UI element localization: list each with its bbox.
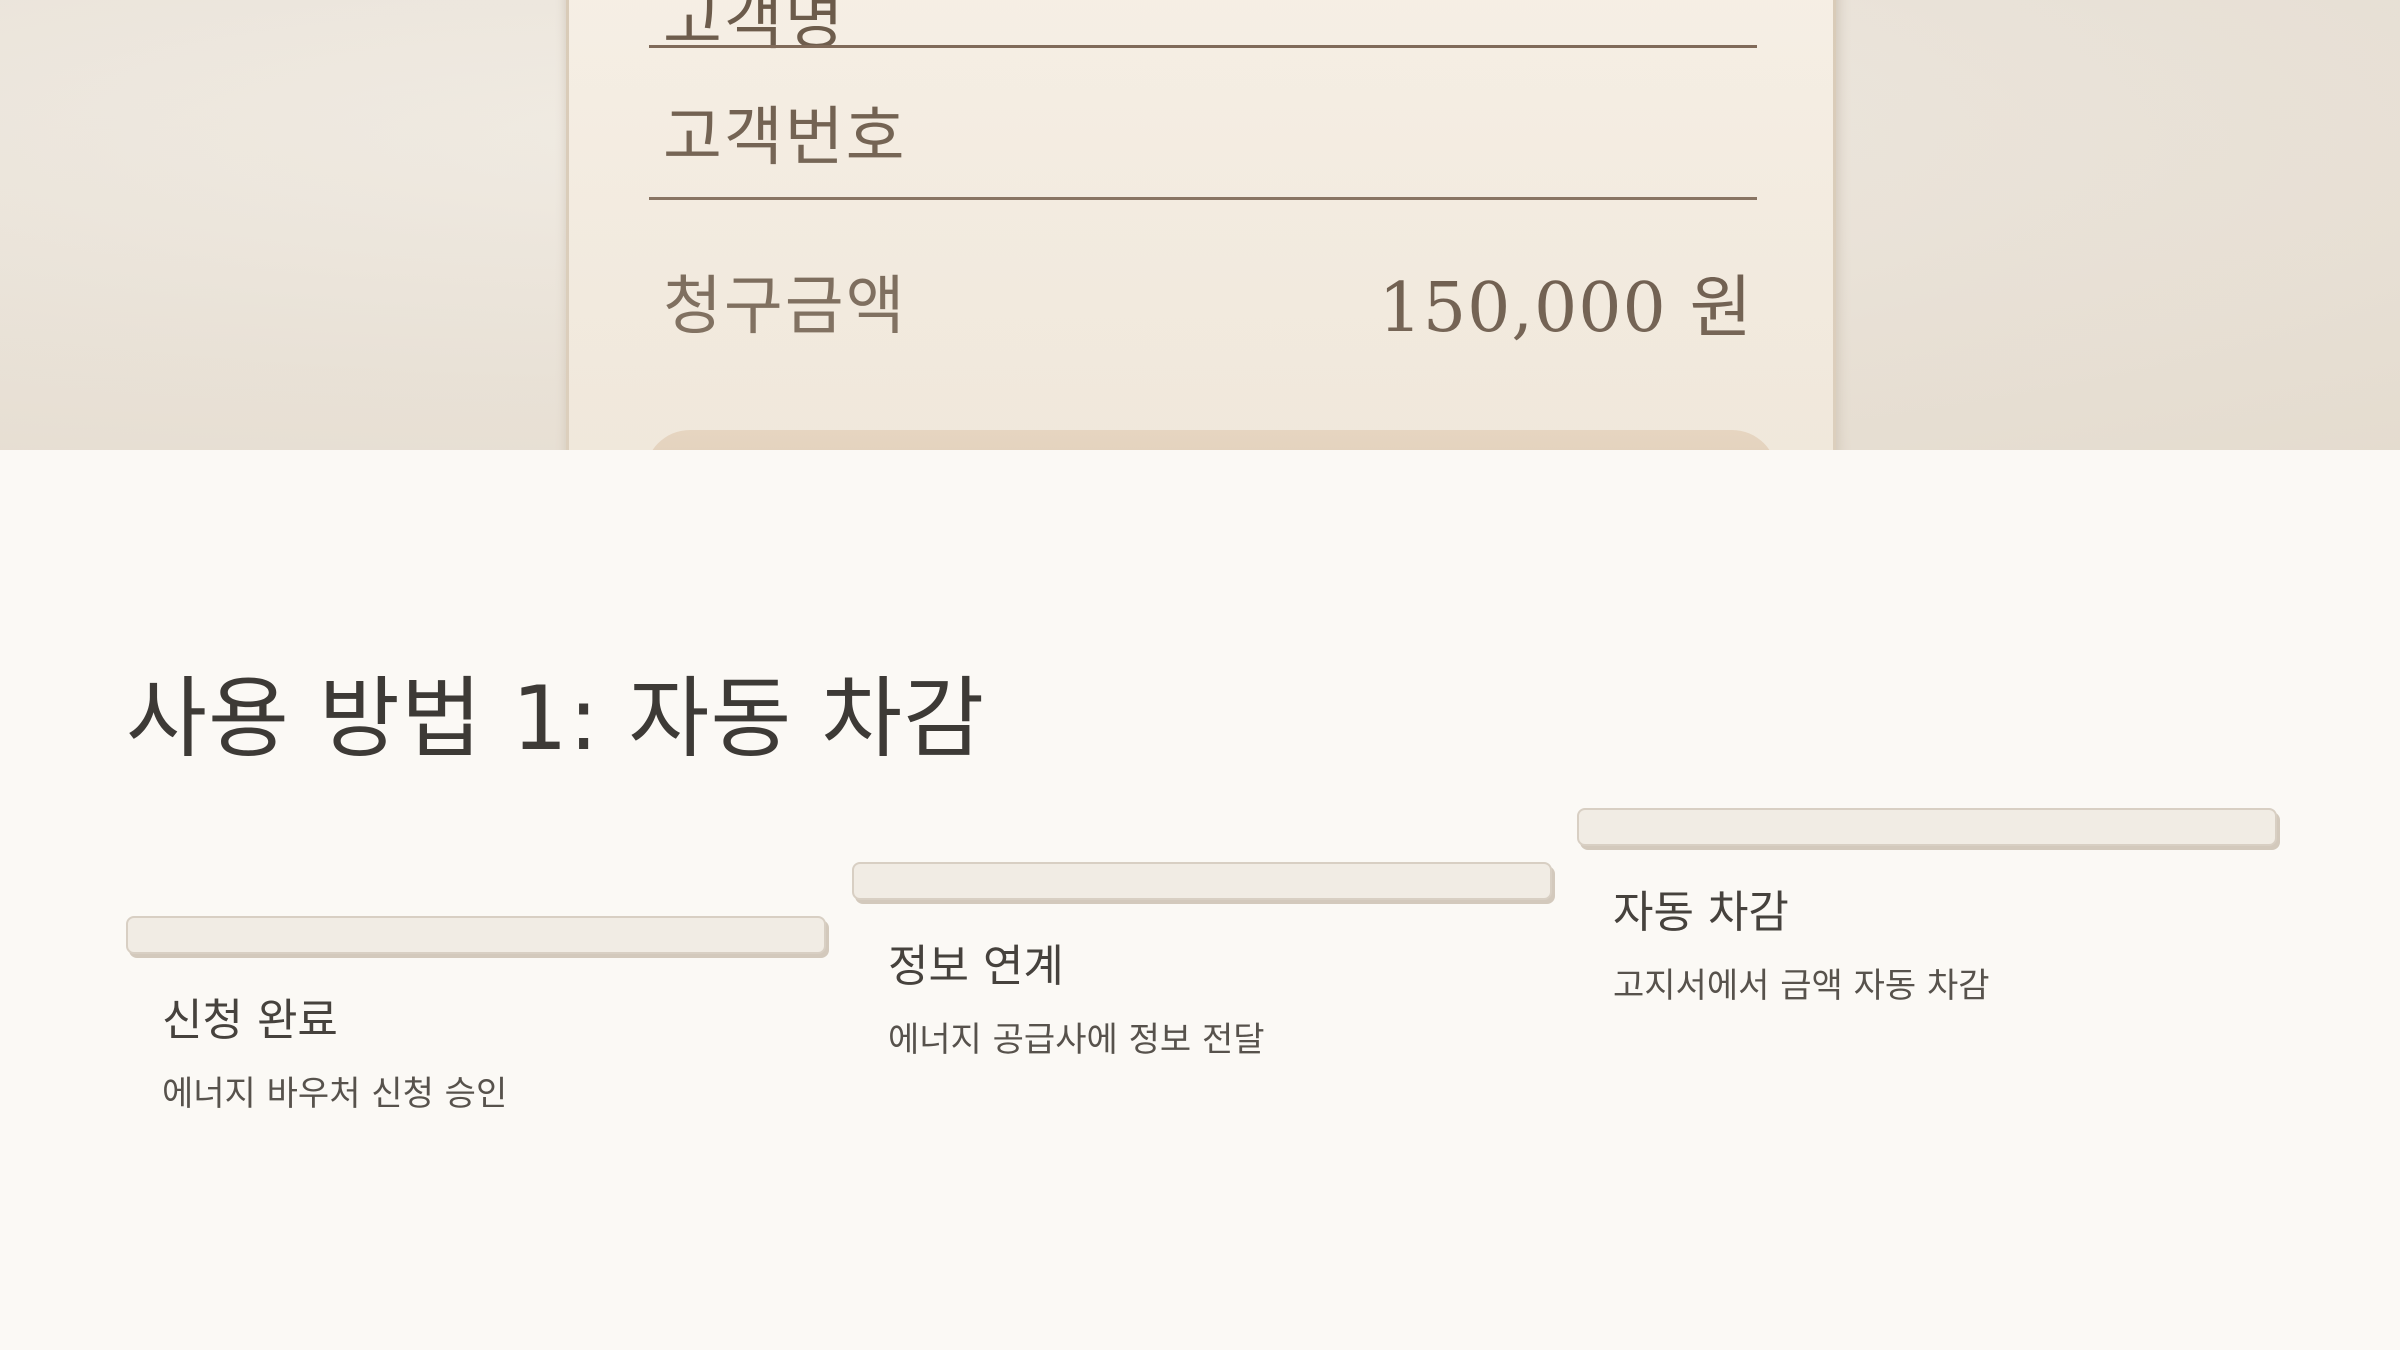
step-description: 고지서에서 금액 자동 차감 bbox=[1613, 966, 1990, 1006]
step-description: 에너지 바우처 신청 승인 bbox=[162, 1074, 508, 1114]
receipt-button-shape bbox=[645, 430, 1777, 450]
step-bar bbox=[852, 862, 1552, 900]
page-title: 사용 방법 1: 자동 차감 bbox=[126, 667, 986, 770]
receipt-label: 고객명 bbox=[663, 0, 846, 59]
step-bar bbox=[126, 916, 826, 954]
receipt-label: 청구금액 bbox=[663, 270, 907, 344]
step-title: 자동 차감 bbox=[1613, 887, 1789, 938]
step-description: 에너지 공급사에 정보 전달 bbox=[888, 1020, 1265, 1060]
receipt-illustration: 고객명 고객번호 청구금액 150,000 원 bbox=[566, 0, 1836, 450]
step-title: 정보 연계 bbox=[888, 941, 1064, 992]
step-title: 신청 완료 bbox=[162, 995, 338, 1046]
receipt-row-customer-number: 고객번호 bbox=[649, 45, 1757, 195]
hero-image: 고객명 고객번호 청구금액 150,000 원 bbox=[0, 0, 2400, 450]
step-bar bbox=[1577, 808, 2277, 846]
receipt-row-customer-name: 고객명 bbox=[649, 0, 1757, 59]
receipt-amount: 150,000 원 bbox=[1378, 269, 1753, 348]
receipt-row-billing-amount: 청구금액 150,000 원 bbox=[649, 197, 1757, 348]
receipt-label: 고객번호 bbox=[663, 101, 907, 175]
